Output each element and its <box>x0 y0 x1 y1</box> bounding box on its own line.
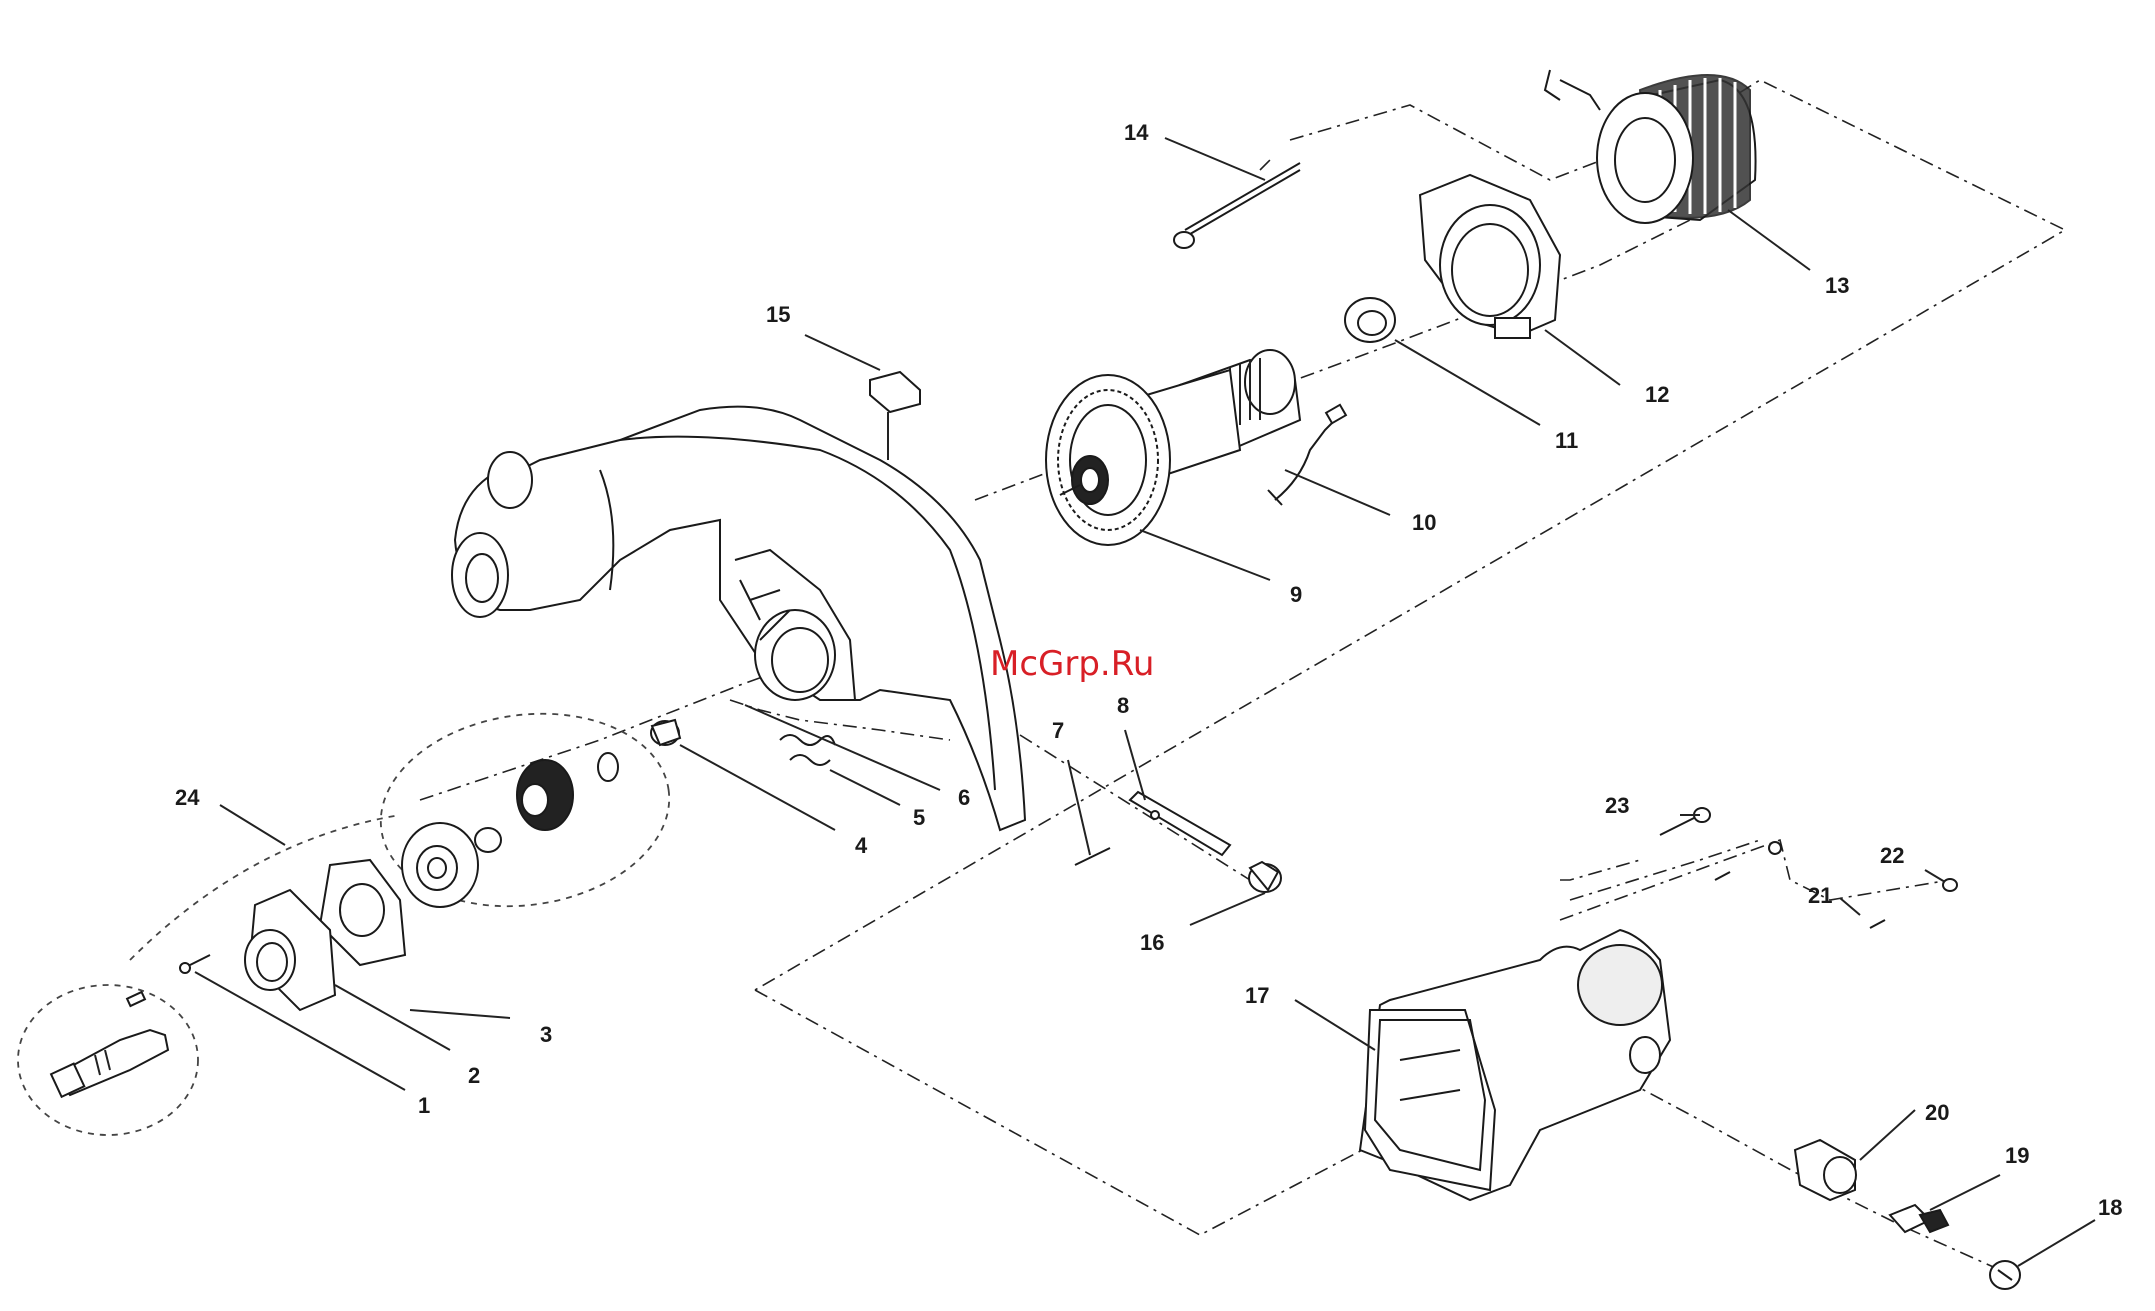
part-11-bearing-ring <box>1345 298 1395 342</box>
callout-6: 6 <box>958 785 970 810</box>
callout-17: 17 <box>1245 983 1269 1008</box>
part-14-long-screw <box>1174 163 1300 248</box>
part-17-motor-housing <box>1360 930 1670 1200</box>
callout-10: 10 <box>1412 510 1436 535</box>
part-9-armature <box>1046 350 1300 545</box>
part-7-pin <box>1075 848 1110 865</box>
part-18-brush-cap <box>1990 1261 2020 1289</box>
part-3-gasket <box>320 860 405 965</box>
callout-11: 11 <box>1555 428 1578 453</box>
callout-13: 13 <box>1825 273 1849 298</box>
callout-2: 2 <box>468 1063 480 1088</box>
callout-9: 9 <box>1290 582 1302 607</box>
callout-8: 8 <box>1117 693 1129 718</box>
callout-15: 15 <box>766 302 790 327</box>
leader-lines <box>195 138 2095 1266</box>
callout-1: 1 <box>418 1093 430 1118</box>
part-spindle <box>51 992 168 1097</box>
part-gear-assembly <box>402 753 618 907</box>
callout-16: 16 <box>1140 930 1164 955</box>
part-22-nut <box>1943 879 1957 891</box>
callout-23: 23 <box>1605 793 1629 818</box>
watermark-text: McGrp.Ru <box>990 644 1154 684</box>
part-16-cap <box>1249 862 1281 892</box>
assembly-axis-lines <box>420 80 2065 1270</box>
callout-14: 14 <box>1124 120 1149 145</box>
callout-19: 19 <box>2005 1143 2029 1168</box>
part-2-bearing-housing <box>245 890 335 1010</box>
part-5-spring <box>780 735 835 765</box>
callout-3: 3 <box>540 1022 552 1047</box>
part-21-screw <box>1870 920 1885 928</box>
part-13-stator <box>1545 70 1756 223</box>
part-4-sleeve <box>651 720 680 745</box>
callout-12: 12 <box>1645 382 1669 407</box>
callout-21: 21 <box>1808 883 1832 908</box>
callout-7: 7 <box>1052 718 1064 743</box>
callout-22: 22 <box>1880 843 1904 868</box>
callout-18: 18 <box>2098 1195 2122 1220</box>
callout-4: 4 <box>855 833 868 858</box>
callout-5: 5 <box>913 805 925 830</box>
part-23-screw <box>1660 808 1710 835</box>
part-12-baffle <box>1420 175 1560 338</box>
gear-circlip <box>475 828 501 852</box>
part-8-shaft-pin <box>1130 792 1230 855</box>
part-19-carbon-brush <box>1890 1205 1948 1232</box>
part-1-screw <box>180 955 210 973</box>
part-15-label-plate <box>870 372 920 412</box>
callout-20: 20 <box>1925 1100 1949 1125</box>
part-20-brush-holder <box>1795 1140 1856 1200</box>
gear-ring-clip <box>598 753 618 781</box>
part-housing-screw <box>1715 842 1781 880</box>
callout-24: 24 <box>175 785 200 810</box>
